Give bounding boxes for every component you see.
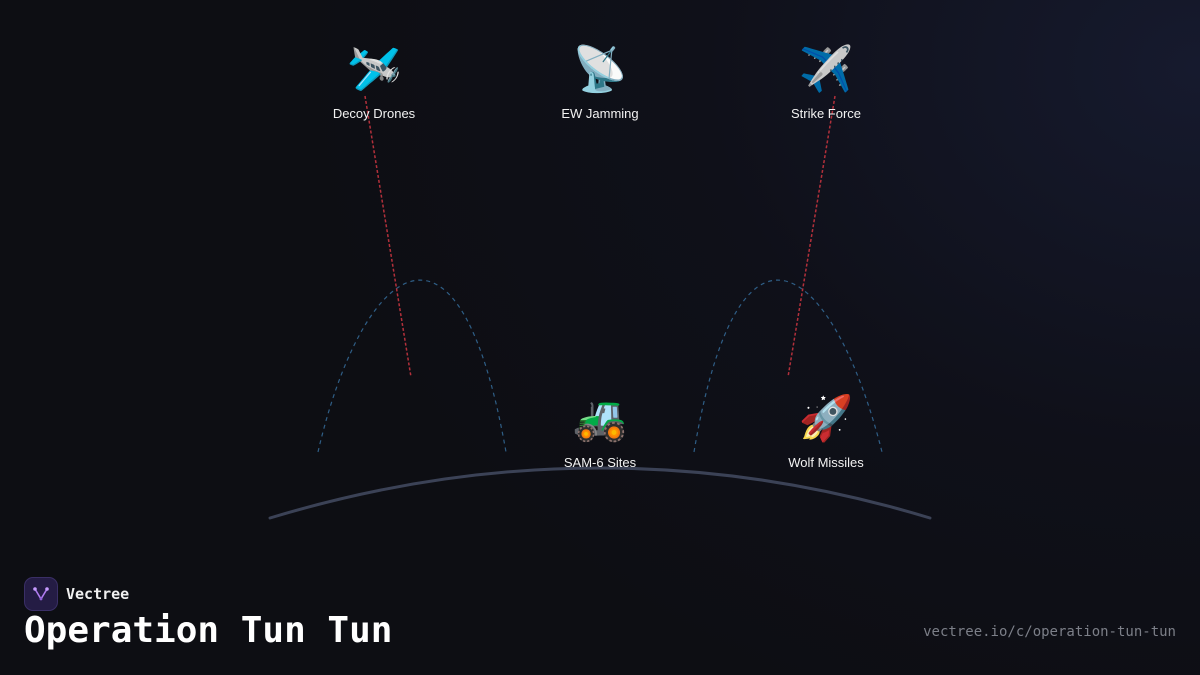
page-title: Operation Tun Tun <box>24 610 393 651</box>
node-sam6-sites[interactable]: 🚜 SAM-6 Sites <box>520 393 680 470</box>
horizon-arc <box>268 466 932 520</box>
node-label: Wolf Missiles <box>788 455 864 470</box>
node-label: EW Jamming <box>561 106 639 121</box>
rocket-icon: 🚀 <box>798 393 854 444</box>
node-label: Decoy Drones <box>332 106 416 121</box>
node-ew-jamming[interactable]: 📡 EW Jamming <box>520 44 680 121</box>
node-label: Strike Force <box>790 106 862 121</box>
node-wolf-missiles[interactable]: 🚀 Wolf Missiles <box>746 393 906 470</box>
decoy-attack-line <box>364 95 412 378</box>
strike-attack-line <box>787 95 836 378</box>
node-decoy-drones[interactable]: 🛩️ Decoy Drones <box>294 44 454 121</box>
satellite-dish-icon: 📡 <box>572 44 628 95</box>
airplane-icon: ✈️ <box>798 44 854 95</box>
node-label: SAM-6 Sites <box>563 455 637 470</box>
tractor-icon: 🚜 <box>572 393 628 444</box>
radar-coverage-arc-right <box>693 279 883 453</box>
share-url-link[interactable]: vectree.io/c/operation-tun-tun <box>923 624 1176 640</box>
radar-coverage-arc-left <box>317 279 507 453</box>
drone-icon: 🛩️ <box>346 44 402 95</box>
brand[interactable]: Vectree <box>24 577 129 611</box>
node-strike-force[interactable]: ✈️ Strike Force <box>746 44 906 121</box>
brand-name: Vectree <box>66 585 130 603</box>
vectree-logo-icon <box>24 577 58 611</box>
